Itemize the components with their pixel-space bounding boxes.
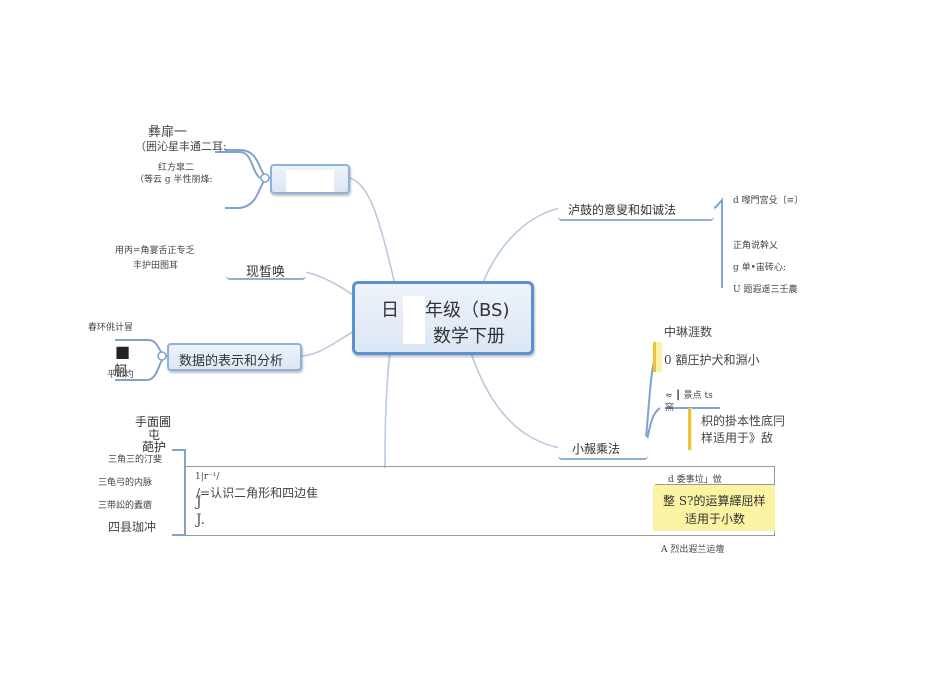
left-branch-1[interactable] xyxy=(270,164,350,194)
center-line1-prefix: 日 xyxy=(381,300,399,321)
right-branch-1[interactable]: 泸鼓的意叟和如诚法 xyxy=(558,197,714,221)
right-3-item3: 枳的掛本性底冃 xyxy=(701,414,786,428)
right-branch-1-label: 泸鼓的意叟和如诚法 xyxy=(568,203,677,217)
bottom-item4: J. xyxy=(196,512,205,528)
left-1-item1: （囲沁星丰通二耳: xyxy=(135,140,227,153)
left-1-item2: 红方皐二 xyxy=(158,163,195,173)
right-4-item2: 整 S?的运算繹屈样 xyxy=(663,494,766,508)
left-4-item7: 四县珈冲 xyxy=(108,520,157,534)
right-4-box xyxy=(653,485,775,531)
left-3-item2: ■ xyxy=(115,342,131,361)
left-branch-1-mask xyxy=(286,170,334,192)
right-2-item1: 中琳涯数 xyxy=(664,325,713,339)
right-1-item4: U 题遐遥三壬農 xyxy=(733,285,798,295)
right-4-item1: d 委事垃」倣 xyxy=(668,475,722,485)
left-branch-3-label: 数据的表示和分析 xyxy=(179,354,284,369)
right-2-highlight xyxy=(653,342,662,372)
left-3-item3: 舸 xyxy=(114,364,128,379)
right-3-item2: 窯 xyxy=(665,403,675,413)
left-branch-2[interactable]: 现皙唤 xyxy=(226,258,306,280)
right-3-highlight xyxy=(688,408,692,450)
left-3-item1: 春环佻计冒 xyxy=(88,323,134,333)
center-mask xyxy=(403,296,425,344)
right-3-item4: 样适用于》敌 xyxy=(701,431,774,445)
center-line1: 年级（BS) xyxy=(425,300,510,321)
right-4-item3: 适用于小数 xyxy=(685,512,746,526)
left-4-item4: 三角三的汀斐 xyxy=(108,455,163,465)
left-4-item1: 手面圃 xyxy=(135,415,172,429)
right-1-item2: 正角说幹乂 xyxy=(733,241,779,251)
left-4-item5: 三龟弓的内脉 xyxy=(98,478,153,488)
bottom-item1: 1|r⁻¹/ xyxy=(195,472,220,482)
left-2-item1: 用丙=角宴舌正专乏 xyxy=(115,246,195,256)
left-branch-3[interactable]: 数据的表示和分析 xyxy=(167,343,302,371)
center-line2: 数学下册 xyxy=(433,326,505,347)
left-1-item3: （等云 g 半性丽烽: xyxy=(135,175,213,185)
left-4-item6: 三带訟的蠹瘡 xyxy=(98,501,153,511)
left-4-item3: 葩护 xyxy=(142,440,167,454)
right-4-item4: A 烈出遐兰运壇 xyxy=(661,545,725,555)
bottom-item2: /=认识二角形和四边隹 xyxy=(196,486,319,500)
right-1-item1: d 嚟門宮殳〔≡〕 xyxy=(733,196,804,206)
left-2-item2: 丰护田图耳 xyxy=(133,261,179,271)
right-branch-3-label: 小赧乘法 xyxy=(572,442,621,456)
right-3-item1: ≈ ┃ 景点 ts xyxy=(665,391,713,401)
left-1-title: 彝扉一 xyxy=(148,125,188,140)
left-4-item2: 屯 xyxy=(148,428,161,442)
center-node[interactable]: 日 年级（BS) 日 数学下册 xyxy=(352,281,534,355)
bottom-item3: J xyxy=(196,494,202,510)
left-3-item4: 平ⅲ灼 xyxy=(107,370,134,380)
left-branch-2-label: 现皙唤 xyxy=(246,265,286,280)
right-branch-3[interactable]: 小赧乘法 xyxy=(558,436,648,460)
right-4-divider xyxy=(655,484,775,485)
right-2-item2: 0 額圧护犬和淵小 xyxy=(664,353,760,367)
right-1-item3: g 单•宙砖心; xyxy=(733,263,786,273)
